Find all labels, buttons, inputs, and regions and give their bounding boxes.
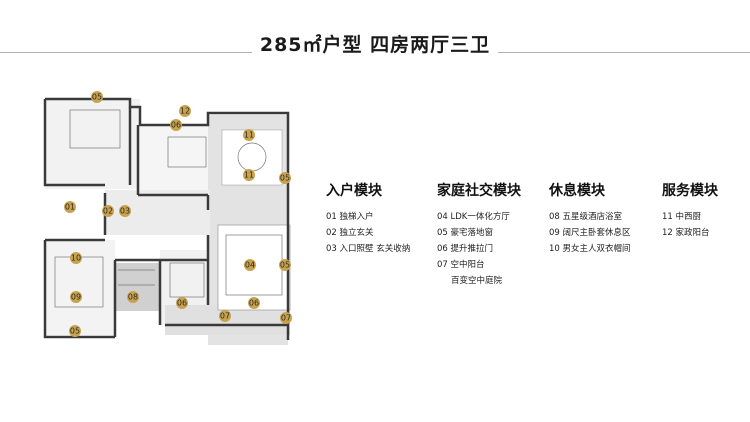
svg-text:05: 05 xyxy=(92,93,102,102)
marker-05-bottom: 05 xyxy=(69,325,81,337)
module-item: 06 提升推拉门 xyxy=(437,244,494,254)
plan-markers: 05 12 06 11 11 05 01 02 03 04 05 10 09 0… xyxy=(64,91,292,337)
module-column-social: 家庭社交模块 04 LDK一体化方厅 05 豪宅落地窗 06 提升推拉门 07 … xyxy=(437,180,521,289)
module-heading: 休息模块 xyxy=(549,183,605,199)
marker-12: 12 xyxy=(179,105,191,117)
svg-text:11: 11 xyxy=(244,171,254,180)
module-item: 10 男女主人双衣帽间 xyxy=(549,244,631,254)
svg-text:04: 04 xyxy=(245,261,255,270)
svg-text:05: 05 xyxy=(280,174,290,183)
module-item: 02 独立玄关 xyxy=(326,228,374,238)
module-column-service: 服务模块 11 中西厨 12 家政阳台 xyxy=(662,180,718,241)
svg-text:03: 03 xyxy=(120,207,130,216)
marker-02: 02 xyxy=(102,205,114,217)
svg-text:10: 10 xyxy=(71,254,81,263)
svg-text:01: 01 xyxy=(65,203,75,212)
walls xyxy=(43,97,290,340)
marker-11-lower: 11 xyxy=(243,169,255,181)
module-heading: 服务模块 xyxy=(662,183,718,199)
svg-text:11: 11 xyxy=(244,131,254,140)
marker-11-upper: 11 xyxy=(243,129,255,141)
svg-text:09: 09 xyxy=(71,293,81,302)
module-heading: 入户模块 xyxy=(326,183,382,199)
marker-07-right: 07 xyxy=(280,312,292,324)
module-item: 12 家政阳台 xyxy=(662,228,710,238)
marker-05-right-upper: 05 xyxy=(279,172,291,184)
module-column-rest: 休息模块 08 五星级酒店浴室 09 阔尺主卧套休息区 10 男女主人双衣帽间 xyxy=(549,180,631,257)
module-column-entrance: 入户模块 01 独梯入户 02 独立玄关 03 入口照壁 玄关收纳 xyxy=(326,180,410,257)
marker-06-top: 06 xyxy=(170,119,182,131)
marker-03: 03 xyxy=(119,205,131,217)
marker-10: 10 xyxy=(70,252,82,264)
marker-05-top: 05 xyxy=(91,91,103,103)
svg-text:07: 07 xyxy=(281,314,291,323)
marker-04: 04 xyxy=(244,259,256,271)
module-item: 03 入口照壁 玄关收纳 xyxy=(326,244,411,254)
module-item: 05 豪宅落地窗 xyxy=(437,228,494,238)
marker-08: 08 xyxy=(127,291,139,303)
svg-text:05: 05 xyxy=(70,327,80,336)
title-divider-right xyxy=(498,52,750,53)
module-item: 百变空中庭院 xyxy=(451,276,503,286)
module-item: 04 LDK一体化方厅 xyxy=(437,212,510,222)
svg-text:06: 06 xyxy=(171,121,181,130)
module-item: 01 独梯入户 xyxy=(326,212,374,222)
title-divider-left xyxy=(0,52,252,53)
module-heading: 家庭社交模块 xyxy=(437,183,521,199)
page-title: 285㎡户型 四房两厅三卫 xyxy=(259,34,491,56)
svg-text:06: 06 xyxy=(177,299,187,308)
svg-text:05: 05 xyxy=(280,261,290,270)
module-item: 08 五星级酒店浴室 xyxy=(549,212,623,222)
marker-06-bottom-right: 06 xyxy=(248,297,260,309)
svg-text:12: 12 xyxy=(180,107,190,116)
marker-01: 01 xyxy=(64,201,76,213)
module-item: 09 阔尺主卧套休息区 xyxy=(549,228,631,238)
svg-text:06: 06 xyxy=(249,299,259,308)
module-item: 11 中西厨 xyxy=(662,212,702,222)
svg-text:07: 07 xyxy=(220,312,230,321)
marker-05-right-lower: 05 xyxy=(279,259,291,271)
svg-text:02: 02 xyxy=(103,207,113,216)
marker-06-bottom-left: 06 xyxy=(176,297,188,309)
module-item: 07 空中阳台 xyxy=(437,260,485,270)
marker-09: 09 xyxy=(70,291,82,303)
svg-text:08: 08 xyxy=(128,293,138,302)
marker-07-left: 07 xyxy=(219,310,231,322)
